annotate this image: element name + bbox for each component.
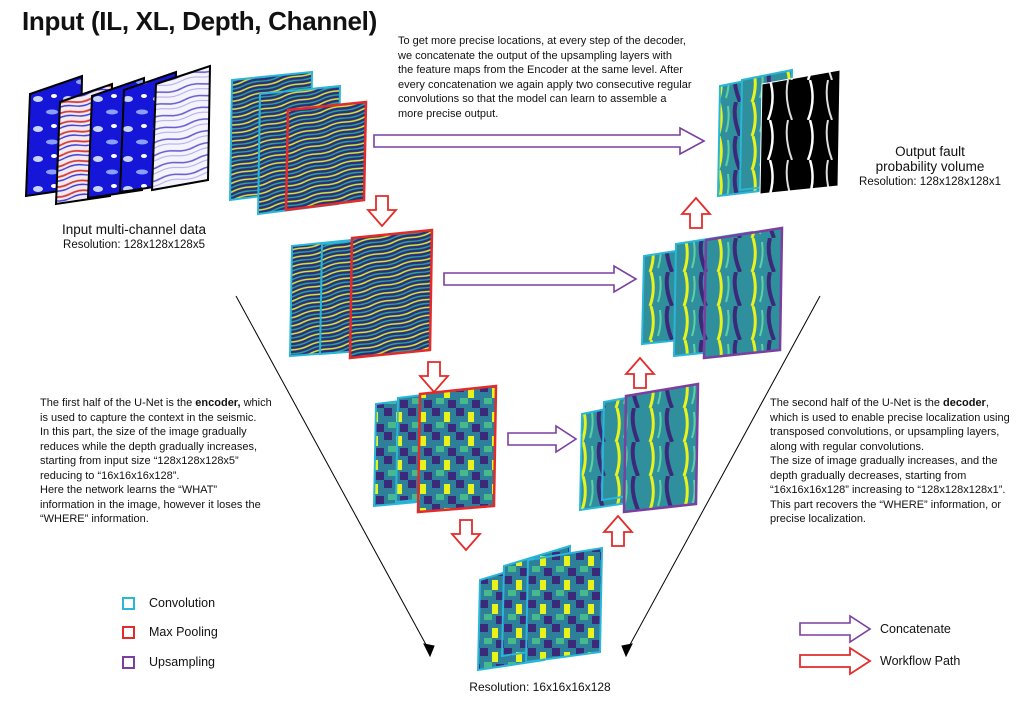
workflow-arrow-down xyxy=(418,361,450,394)
legend-label: Convolution xyxy=(149,596,216,610)
decoder-note-line: depth gradually decreases, starting from xyxy=(770,469,967,482)
decoder-note-line: This part recovers the “WHERE” informati… xyxy=(770,498,1002,511)
top-note-line: we concatenate the output of the upsampl… xyxy=(398,49,672,62)
decoder-note: The second half of the U-Net is the deco… xyxy=(770,396,1020,527)
max-pooling-swatch xyxy=(122,625,135,639)
legend-label: Upsampling xyxy=(149,655,216,669)
legend-item-workflow: Workflow Path xyxy=(880,654,960,668)
encoder-note-line: Here the network learns the “WHAT” xyxy=(40,484,218,496)
input-label: Input multi-channel data Resolution: 128… xyxy=(14,222,254,251)
top-note: To get more precise locations, at every … xyxy=(398,34,728,121)
concatenate-arrow xyxy=(373,126,706,156)
encoder-note-line: starting from input size “128x128x128x5” xyxy=(40,455,239,467)
encoder-level-3 xyxy=(372,384,498,514)
encoder-note-line: information in the image, however it los… xyxy=(40,498,261,511)
output-title-line1: Output fault xyxy=(895,144,965,159)
page-title: Input (IL, XL, Depth, Channel) xyxy=(22,6,377,36)
workflow-legend-arrow xyxy=(799,646,872,676)
encoder-note-line: “WHERE” information. xyxy=(40,513,149,525)
encoder-note-line: reduces while the depth gradually increa… xyxy=(40,440,258,453)
encoder-line-head xyxy=(423,643,435,658)
decoder-line-head xyxy=(621,643,633,658)
workflow-arrow-down xyxy=(450,519,482,552)
legend-item-max-pooling: Max Pooling xyxy=(122,625,218,639)
input-slices xyxy=(24,64,212,206)
decoder-note-line: “16x16x16x128” increasing to “128x128x12… xyxy=(770,484,1006,496)
concatenate-arrows xyxy=(373,126,872,644)
maxpool-feature-map xyxy=(348,228,434,360)
bottom-resolution: Resolution: 16x16x16x128 xyxy=(469,680,611,694)
encoder-level-1 xyxy=(228,70,368,216)
encoder-level-2 xyxy=(288,228,434,360)
input-slice xyxy=(150,64,212,192)
legend-label: Max Pooling xyxy=(149,625,218,639)
encoder-note-line: In this part, the size of the image grad… xyxy=(40,426,247,438)
encoder-note: The first half of the U-Net is the encod… xyxy=(40,396,310,527)
workflow-arrow-down xyxy=(366,195,398,228)
decoder-level-1-output xyxy=(716,68,841,198)
encoder-note-text: The first half of the U-Net is the xyxy=(40,397,196,409)
workflow-arrows xyxy=(366,195,872,676)
decoder-note-line: along with regular convolutions. xyxy=(770,440,925,453)
decoder-note-bold: decoder xyxy=(943,397,986,409)
input-resolution: Resolution: 128x128x128x5 xyxy=(63,239,205,251)
conv-feature-map xyxy=(524,546,604,664)
bottleneck xyxy=(476,544,604,672)
workflow-arrow-up xyxy=(624,356,656,389)
legend-item-upsampling: Upsampling xyxy=(122,655,215,669)
encoder-note-bold: encoder, xyxy=(195,397,241,409)
workflow-arrow-up xyxy=(602,514,634,547)
encoder-line xyxy=(235,295,431,653)
concatenate-arrow xyxy=(443,264,638,294)
legend-item-concatenate: Concatenate xyxy=(880,622,951,636)
decoder-line xyxy=(625,295,821,653)
decoder-note-line: The size of image gradually increases, a… xyxy=(770,455,998,467)
upsample-feature-map xyxy=(622,382,700,514)
decoder-note-text: The second half of the U-Net is the xyxy=(770,397,944,409)
upsampling-swatch xyxy=(122,655,135,669)
output-probability-map xyxy=(759,69,841,195)
decoder-level-3 xyxy=(578,382,700,514)
decoder-note-line: which is used to enable precise localiza… xyxy=(770,411,1010,424)
maxpool-feature-map xyxy=(284,100,368,212)
top-note-line: more precise output. xyxy=(398,107,499,120)
legend-label: Workflow Path xyxy=(880,654,961,668)
workflow-arrow-up xyxy=(680,196,712,229)
decoder-note-text: , xyxy=(985,397,989,409)
top-note-line: To get more precise locations, at every … xyxy=(398,35,686,47)
encoder-note-line: is used to capture the context in the se… xyxy=(40,411,257,424)
top-note-line: the feature maps from the Encoder at the… xyxy=(398,64,683,76)
decoder-note-line: precise localization. xyxy=(770,513,866,525)
concatenate-arrow xyxy=(507,424,578,454)
top-note-line: every concatenation we again apply two c… xyxy=(398,78,692,91)
output-title-line2: probability volume xyxy=(875,159,985,174)
decoder-note-line: The second half of the U-Net is the deco… xyxy=(770,396,1020,411)
encoder-note-text: which xyxy=(240,397,272,409)
convolution-swatch xyxy=(122,596,135,610)
decoder-note-line: transposed convolutions, or upsampling l… xyxy=(770,426,1000,438)
output-resolution: Resolution: 128x128x128x1 xyxy=(859,176,1001,188)
legend-label: Concatenate xyxy=(880,622,951,636)
concatenate-legend-arrow xyxy=(799,614,872,644)
legend-item-convolution: Convolution xyxy=(122,596,215,610)
decoder-level-2 xyxy=(640,226,784,360)
output-label: Output fault probability volume Resoluti… xyxy=(842,144,1018,188)
top-note-line: convolutions so that the model can learn… xyxy=(398,93,667,105)
encoder-note-line: The first half of the U-Net is the encod… xyxy=(40,396,310,411)
input-title: Input multi-channel data xyxy=(61,222,207,237)
maxpool-feature-map xyxy=(416,384,498,514)
encoder-note-line: reducing to “16x16x16x128”. xyxy=(40,469,180,482)
u-shape-lines xyxy=(235,295,821,658)
upsample-feature-map xyxy=(702,226,784,360)
